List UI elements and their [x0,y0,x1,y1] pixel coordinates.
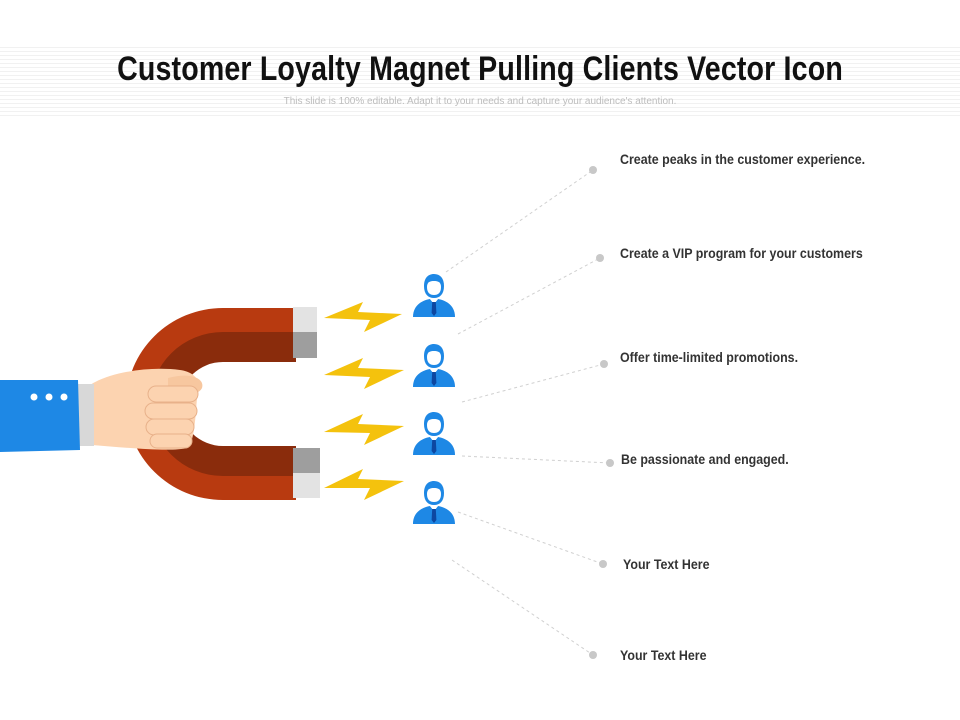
connector-dot-2 [596,254,604,262]
connector-line-5 [457,511,604,565]
point-label-5: Your Text Here [623,557,710,572]
customer-icon [413,344,455,387]
connector-lines [445,169,611,656]
connector-line-3 [461,363,605,403]
customer-icon [413,412,455,455]
customer-icon [413,274,455,317]
slide-subtitle: This slide is 100% editable. Adapt it to… [283,96,677,107]
magnet-tip-top [293,307,317,333]
point-label-6: Your Text Here [620,648,707,663]
point-label-4: Be passionate and engaged. [621,452,789,467]
sleeve-buttons [30,393,68,401]
connector-dot-4 [606,459,614,467]
point-label-3: Offer time-limited promotions. [620,350,799,365]
connector-dot-5 [599,560,607,568]
connector-dot-1 [589,166,597,174]
title-band [0,44,960,118]
point-label-1: Create peaks in the customer experience. [620,152,866,167]
lightning-bolt-icon [324,469,404,500]
lightning-bolts [324,302,404,500]
customer-icon [413,481,455,524]
lightning-bolt-icon [324,302,402,332]
connector-dot-6 [589,651,597,659]
magnet-tip-bottom [293,473,320,498]
sleeve [0,380,80,452]
connector-line-2 [457,257,601,335]
connector-line-1 [445,169,594,273]
lightning-bolt-icon [324,358,404,389]
hand-icon [0,368,203,452]
connector-dots [589,166,614,659]
connector-line-6 [451,559,594,656]
slide-title: Customer Loyalty Magnet Pulling Clients … [117,50,843,88]
customers [413,274,455,524]
connector-dot-3 [600,360,608,368]
lightning-bolt-icon [324,414,404,445]
connector-line-4 [461,455,611,464]
point-label-2: Create a VIP program for your customers [620,246,863,261]
